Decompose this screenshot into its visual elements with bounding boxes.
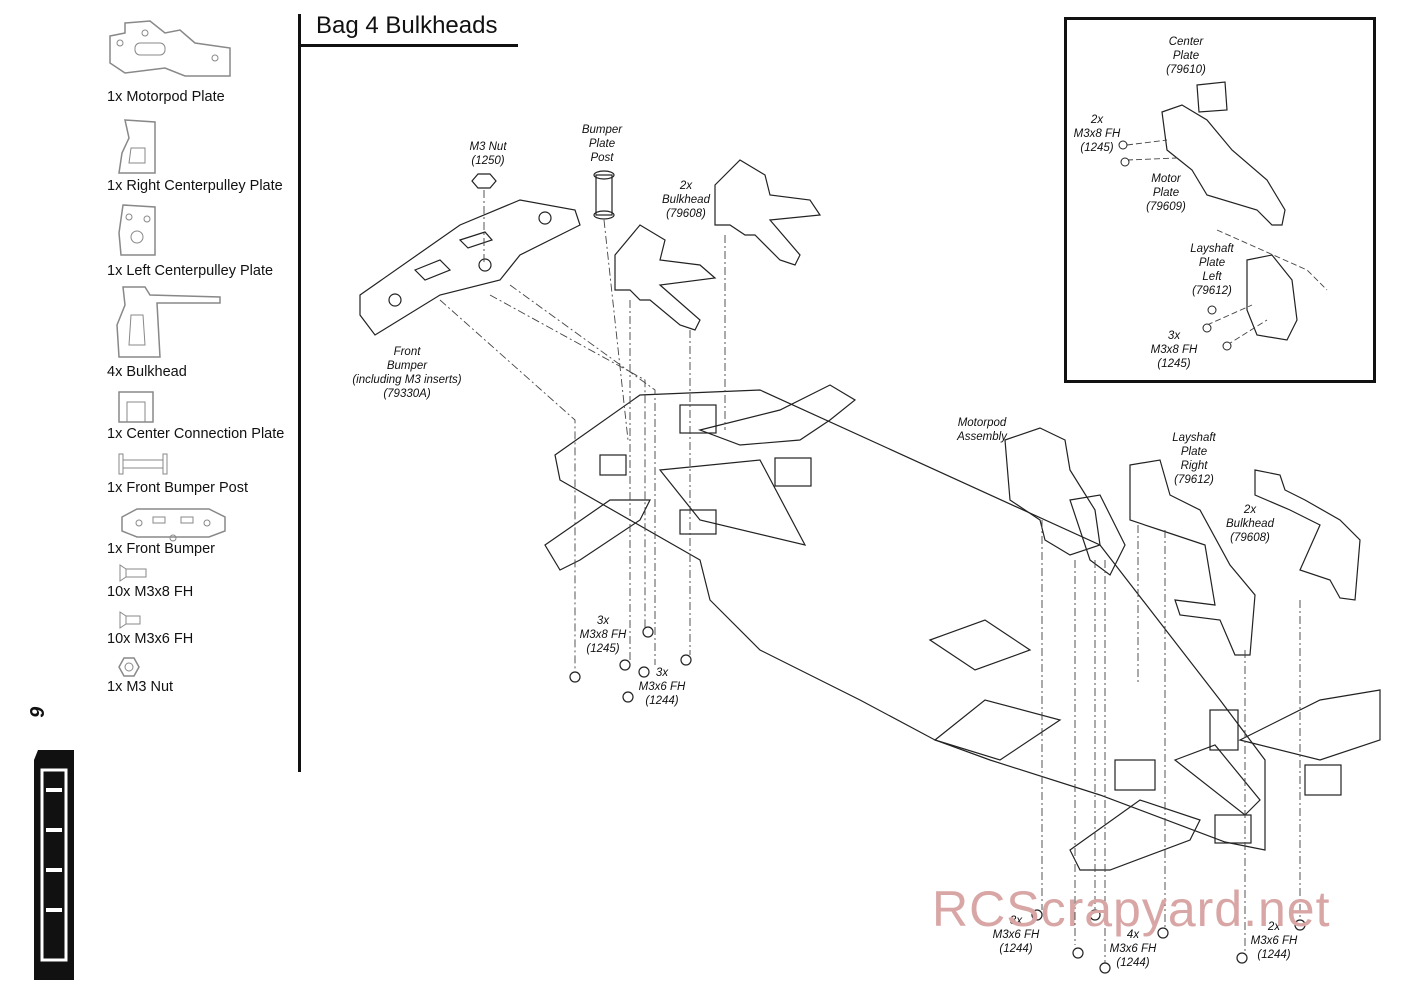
front-bumper-part xyxy=(359,199,581,336)
front-bumper-post-icon xyxy=(118,453,168,475)
m3-nut-icon xyxy=(118,657,140,677)
front-bumper-icon xyxy=(121,508,226,542)
front-bulkhead-right xyxy=(714,159,822,266)
front-bulkhead-left xyxy=(614,224,717,331)
part-label: 10x M3x6 FH xyxy=(107,631,194,647)
part-label: 1x Motorpod Plate xyxy=(107,89,225,105)
page-title: Bag 4 Bulkheads xyxy=(316,12,498,39)
m3x6-screw-icon xyxy=(119,611,141,629)
bulkhead-icon xyxy=(116,286,221,358)
part-label: 4x Bulkhead xyxy=(107,364,187,380)
part-label: 1x Front Bumper xyxy=(107,541,215,557)
part-label: 1x Center Connection Plate xyxy=(107,426,285,442)
part-label: 1x Left Centerpulley Plate xyxy=(107,263,274,279)
divider-rule xyxy=(298,14,301,772)
center-connection-plate-icon xyxy=(118,391,154,423)
motorpod-plate-icon xyxy=(109,20,231,77)
callout-m3-nut: M3 Nut(1250) xyxy=(469,141,507,167)
page-number: 6 xyxy=(25,705,48,718)
title-underline xyxy=(300,44,518,47)
inset-diagram xyxy=(1118,81,1328,351)
watermark: RCScrapyard.net xyxy=(932,881,1331,937)
chassis-plate xyxy=(554,389,1266,851)
m3x8-screw-icon xyxy=(119,564,147,582)
part-label: 1x M3 Nut xyxy=(107,679,174,695)
right-centerpulley-plate-icon xyxy=(118,119,156,174)
part-label: 1x Right Centerpulley Plate xyxy=(107,178,283,194)
part-label: 1x Front Bumper Post xyxy=(107,480,249,496)
part-label: 10x M3x8 FH xyxy=(107,584,194,600)
brand-logo xyxy=(30,750,78,980)
left-centerpulley-plate-icon xyxy=(118,204,156,256)
motorpod-assembly xyxy=(1004,427,1101,556)
layshaft-plate-right xyxy=(1129,459,1256,656)
